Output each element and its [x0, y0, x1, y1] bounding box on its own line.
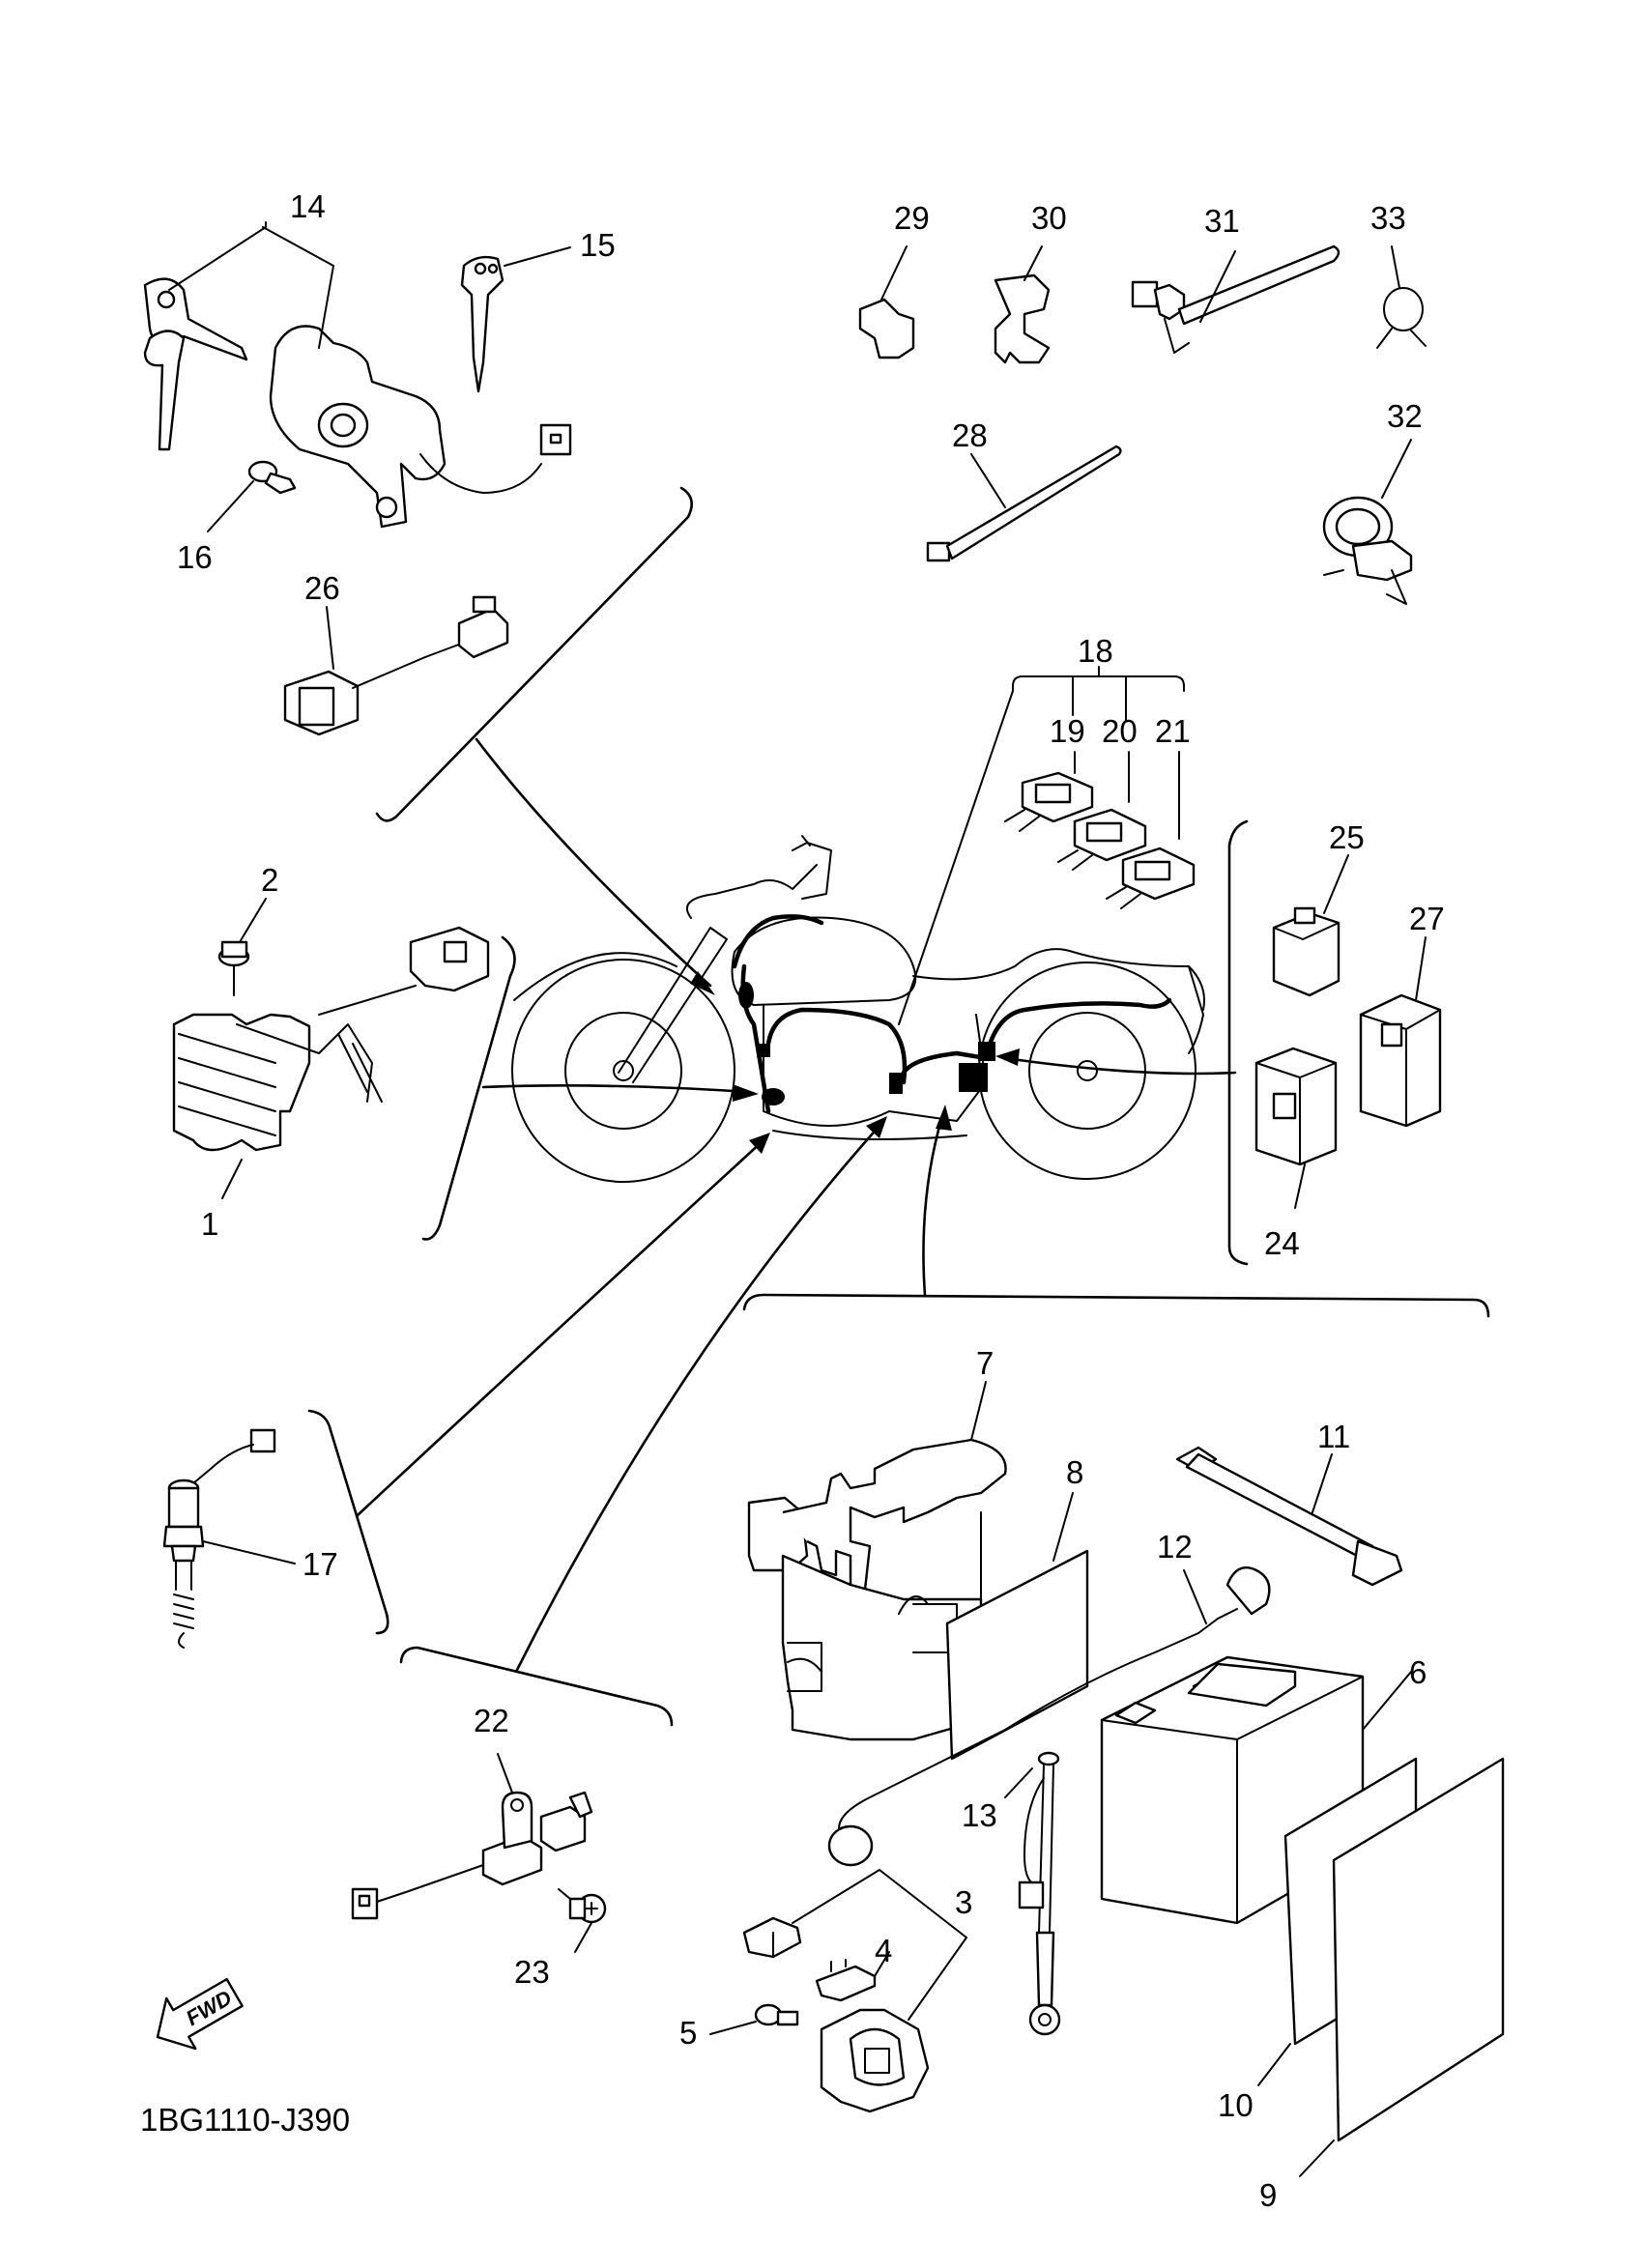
part-26-lead [283, 595, 509, 736]
part-5-screw [709, 2003, 799, 2035]
label-20: 20 [1102, 713, 1138, 749]
part-13-lead [1004, 1751, 1061, 2036]
part-33-band [1376, 245, 1427, 349]
label-6: 6 [1409, 1654, 1427, 1690]
label-13: 13 [962, 1797, 997, 1833]
label-33: 33 [1370, 200, 1406, 236]
part-25-relay [1272, 854, 1349, 997]
label-16: 16 [177, 539, 213, 575]
label-18: 18 [1078, 633, 1113, 669]
part-2-bolt [217, 898, 267, 996]
part-15-key [460, 246, 571, 393]
label-25: 25 [1329, 819, 1365, 855]
label-3: 3 [955, 1884, 972, 1920]
label-9: 9 [1259, 2177, 1277, 2213]
leader-lines [356, 690, 1237, 1672]
part-14-main-switch [143, 221, 572, 529]
part-30-clamp [994, 245, 1051, 364]
part-24-relay [1254, 1047, 1338, 1209]
part-17-switch [162, 1428, 296, 1649]
part-22-sensor [351, 1753, 593, 1920]
part-11-strap [1175, 1446, 1403, 1587]
part-31-cable-tie [1131, 244, 1340, 354]
label-17: 17 [303, 1546, 338, 1582]
label-14: 14 [290, 188, 326, 224]
part-18-fuse-set [1004, 666, 1196, 909]
part-32-clamp [1322, 439, 1413, 605]
label-26: 26 [304, 570, 340, 606]
label-22: 22 [474, 1703, 509, 1738]
fwd-arrow-icon: FWD [156, 1977, 244, 2051]
label-32: 32 [1387, 398, 1423, 434]
part-28-tie [926, 445, 1122, 562]
part-29-clip [858, 245, 915, 359]
part-9-sheet [1299, 1757, 1505, 2177]
label-19: 19 [1050, 713, 1085, 749]
label-12: 12 [1157, 1529, 1193, 1565]
label-15: 15 [580, 227, 616, 263]
diagram-code: 1BG1110-J390 [140, 2102, 350, 2138]
part-27-relay [1359, 936, 1442, 1128]
label-30: 30 [1031, 200, 1067, 236]
label-10: 10 [1218, 2087, 1254, 2123]
label-28: 28 [952, 417, 988, 453]
label-7: 7 [976, 1345, 994, 1381]
part-3-starter-relay [742, 1869, 967, 2113]
motorcycle-outline [511, 835, 1205, 1183]
label-5: 5 [679, 2015, 697, 2051]
part-1-rectifier [172, 926, 490, 1199]
label-1: 1 [201, 1206, 218, 1242]
group-brackets [307, 486, 1490, 1727]
part-7-bracket [747, 1381, 1007, 1741]
label-23: 23 [514, 1954, 550, 1990]
label-31: 31 [1204, 203, 1240, 239]
part-16-screw [207, 460, 297, 532]
part-23-screw [558, 1888, 607, 1953]
label-24: 24 [1264, 1225, 1300, 1261]
label-2: 2 [261, 862, 278, 898]
label-29: 29 [894, 200, 930, 236]
label-4: 4 [875, 1933, 892, 1968]
part-labels: 1 2 3 4 5 6 7 8 9 10 11 12 13 14 15 16 1… [177, 188, 1445, 2213]
part-8-sheet [945, 1492, 1089, 1761]
label-8: 8 [1066, 1454, 1083, 1490]
label-21: 21 [1155, 713, 1191, 749]
label-27: 27 [1409, 901, 1445, 936]
label-11: 11 [1317, 1419, 1350, 1454]
part-12-lead [827, 1565, 1271, 1867]
